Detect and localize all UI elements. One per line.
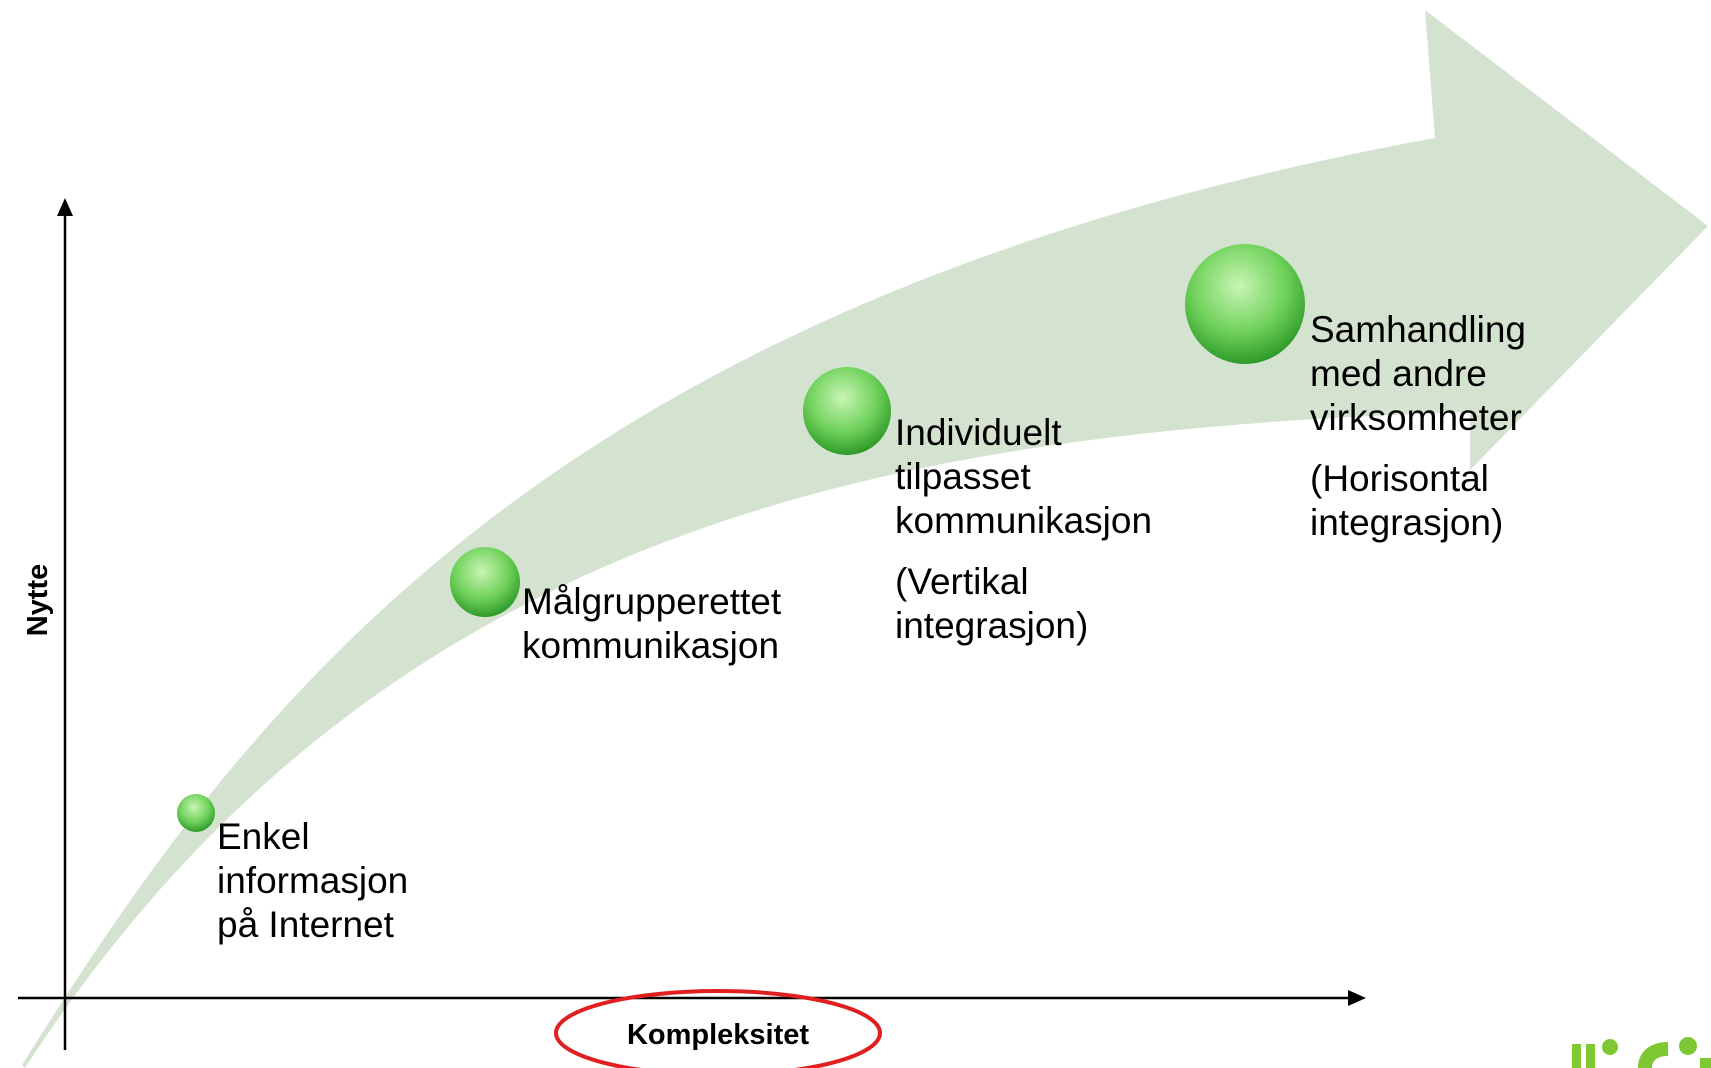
stage-4-line-1: Samhandling xyxy=(1310,309,1526,350)
stage-4-note-2: integrasjon) xyxy=(1310,502,1503,543)
logo-dot-2 xyxy=(1679,1037,1697,1055)
stage-3-line-1: Individuelt xyxy=(895,412,1062,453)
logo-bar-2 xyxy=(1586,1044,1595,1068)
stage-3-note-1: (Vertikal xyxy=(895,561,1029,602)
stage-4-note-1: (Horisontal xyxy=(1310,458,1489,499)
stage-label-4: Samhandling med andre virksomheter (Hori… xyxy=(1310,309,1526,543)
x-axis-arrowhead xyxy=(1348,990,1366,1006)
logo-arc xyxy=(1638,1042,1668,1068)
logo-bar-1 xyxy=(1572,1044,1581,1068)
stage-4-line-2: med andre xyxy=(1310,353,1487,394)
logo-bar-3 xyxy=(1700,1058,1711,1068)
stage-bubble-1 xyxy=(177,794,215,832)
stage-bubbles xyxy=(177,244,1305,832)
stage-3-note-2: integrasjon) xyxy=(895,605,1088,646)
stage-bubble-3 xyxy=(803,367,891,455)
stage-4-line-3: virksomheter xyxy=(1310,397,1522,438)
stage-3-line-2: tilpasset xyxy=(895,456,1031,497)
stage-1-line-1: Enkel xyxy=(217,816,310,857)
logo-fragment xyxy=(1572,1037,1711,1068)
stage-1-line-2: informasjon xyxy=(217,860,408,901)
stage-1-line-3: på Internet xyxy=(217,904,395,945)
stage-label-1: Enkel informasjon på Internet xyxy=(217,816,408,945)
logo-dot-1 xyxy=(1602,1039,1618,1055)
stage-3-line-3: kommunikasjon xyxy=(895,500,1152,541)
stage-2-line-2: kommunikasjon xyxy=(522,625,779,666)
y-axis-title: Nytte xyxy=(22,564,54,637)
stage-2-line-1: Målgrupperettet xyxy=(522,581,782,622)
stage-bubble-4 xyxy=(1185,244,1305,364)
stage-label-2: Målgrupperettet kommunikasjon xyxy=(522,581,782,666)
y-axis-arrowhead xyxy=(57,198,73,216)
stage-label-3: Individuelt tilpasset kommunikasjon (Ver… xyxy=(895,412,1152,646)
axes xyxy=(18,198,1366,1050)
stage-bubble-2 xyxy=(450,547,520,617)
x-axis-title: Kompleksitet xyxy=(627,1019,809,1051)
highlight-ellipse xyxy=(554,989,882,1068)
